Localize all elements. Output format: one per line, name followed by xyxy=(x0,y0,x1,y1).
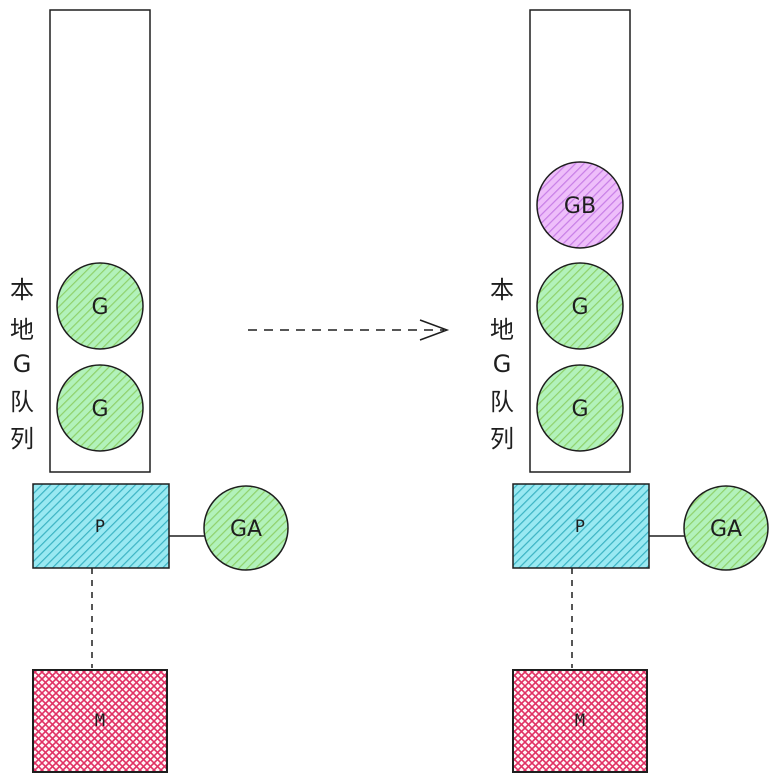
left-queue-label-char: G xyxy=(13,350,32,378)
right-goroutine-gb: GB xyxy=(536,161,624,249)
right-queue-label-char: 地 xyxy=(490,316,514,344)
left-queue-label: 本 地 G 队 列 xyxy=(10,276,34,453)
left-running-goroutine-ga: GA xyxy=(203,485,289,571)
right-processor-p: P xyxy=(512,483,650,569)
right-m-label: M xyxy=(575,711,585,731)
right-goroutine-2: G xyxy=(536,364,624,452)
right-goroutine-1: G xyxy=(536,262,624,350)
left-goroutine-1-label: G xyxy=(91,295,108,320)
right-queue-label-char: 列 xyxy=(490,425,514,453)
left-queue-label-char: 队 xyxy=(10,388,34,416)
left-queue-label-char: 本 xyxy=(10,276,34,304)
left-processor-p: P xyxy=(32,483,170,569)
left-queue-label-char: 地 xyxy=(10,316,34,344)
right-gb-label: GB xyxy=(564,194,596,219)
right-running-goroutine-ga: GA xyxy=(683,485,769,571)
right-goroutine-2-label: G xyxy=(571,397,588,422)
left-goroutine-2: G xyxy=(56,364,144,452)
right-queue-label-char: 队 xyxy=(490,388,514,416)
right-goroutine-1-label: G xyxy=(571,295,588,320)
left-queue-label-char: 列 xyxy=(10,425,34,453)
right-p-label: P xyxy=(575,517,585,537)
left-m-label: M xyxy=(95,711,105,731)
left-goroutine-1: G xyxy=(56,262,144,350)
left-panel: 本 地 G 队 列 G G P GA xyxy=(10,9,289,773)
right-ga-label: GA xyxy=(710,517,742,542)
right-panel: 本 地 G 队 列 GB G G P GA xyxy=(490,9,769,773)
transition-arrow xyxy=(248,319,450,341)
left-goroutine-2-label: G xyxy=(91,397,108,422)
left-ga-label: GA xyxy=(230,517,262,542)
left-p-label: P xyxy=(95,517,105,537)
right-queue-label-char: 本 xyxy=(490,276,514,304)
left-machine-m: M xyxy=(32,669,168,773)
right-machine-m: M xyxy=(512,669,648,773)
right-queue-label-char: G xyxy=(493,350,512,378)
right-queue-label: 本 地 G 队 列 xyxy=(490,276,514,453)
